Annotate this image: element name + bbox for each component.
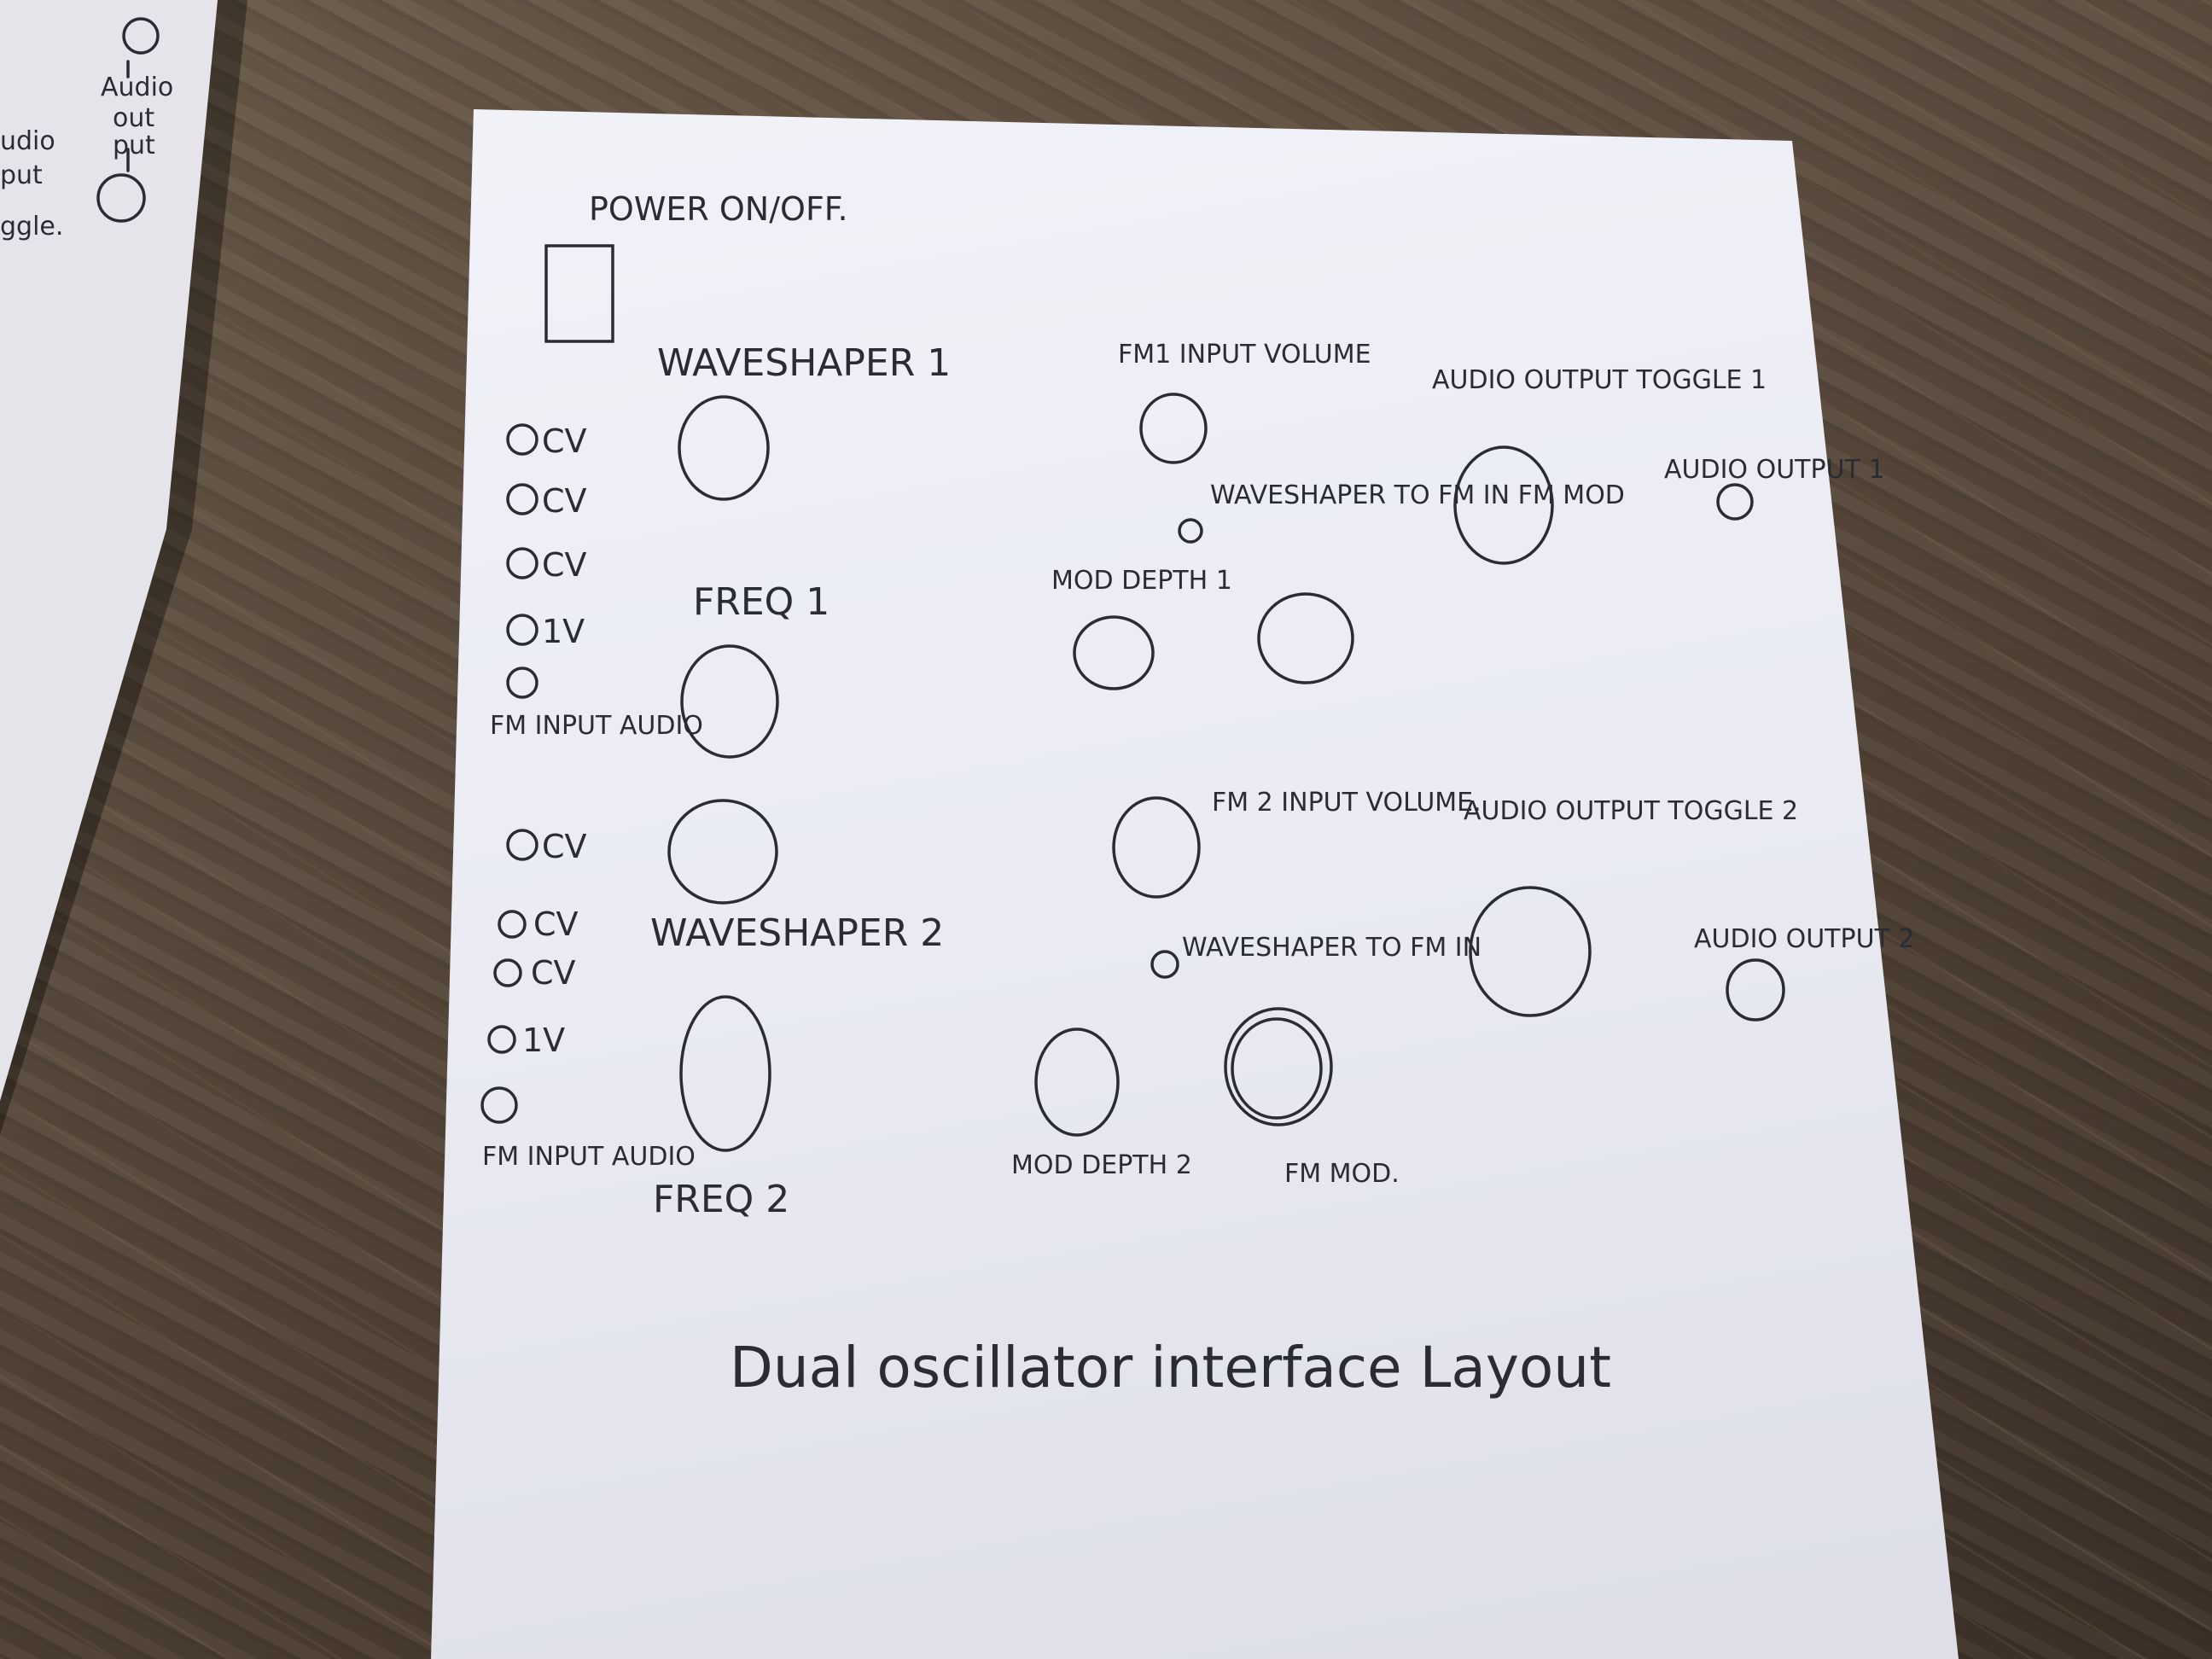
fm1-input-volume-label: FM1 INPUT VOLUME [1118, 340, 1371, 370]
jack2-cv-2 [498, 910, 527, 939]
side-label-6: put [113, 131, 155, 160]
waveshaper2-label: WAVESHAPER 2 [650, 911, 944, 955]
jack2-fm-input [480, 1086, 518, 1124]
waveshaper-to-fm-switch-2 [1150, 950, 1179, 979]
audio-output1-label: AUDIO OUTPUT 1 [1664, 455, 1884, 485]
freq2-label: FREQ 2 [653, 1178, 789, 1221]
side-label-5: out [113, 103, 154, 133]
mod-depth2-knob [1034, 1027, 1120, 1137]
jack-cv-2 [506, 483, 538, 515]
audio-output1-jack [1716, 483, 1754, 521]
jack-cv-1 [506, 423, 538, 456]
side-label-1: udio [0, 126, 55, 156]
power-label-1: POWER ON/OFF. [589, 190, 848, 228]
audio-output-toggle1-knob [1453, 445, 1554, 565]
audio-output-toggle1-label: AUDIO OUTPUT TOGGLE 1 [1432, 365, 1767, 395]
audio-output-toggle2-knob [1469, 886, 1592, 1017]
waveshaper1-label: WAVESHAPER 1 [657, 341, 951, 385]
jack-label-fm-input: FM INPUT AUDIO [490, 711, 703, 741]
fm-mod2-knob-inner [1231, 1017, 1323, 1120]
jack2-label-fm-input: FM INPUT AUDIO [482, 1142, 696, 1172]
freq2-knob [679, 995, 771, 1152]
jack2-cv-3 [493, 958, 522, 987]
side-label-4: Audio [101, 73, 173, 102]
waveshaper-to-fm-switch-1 [1178, 518, 1203, 544]
jack-label-cv-1: CV [542, 422, 587, 460]
jack-1v [506, 614, 538, 646]
mod-depth1-knob [1073, 615, 1155, 690]
jack-label-cv-3: CV [542, 546, 587, 584]
layout-title: Dual oscillator interface Layout [730, 1335, 1611, 1400]
side-sheet-sketch: udio put ggle. Audio out put [0, 17, 173, 242]
mod-depth1-label: MOD DEPTH 1 [1051, 566, 1232, 596]
waveshaper-to-fm-label-1: WAVESHAPER TO FM IN FM MOD [1210, 480, 1625, 510]
freq1-knob [680, 644, 779, 759]
fm1-input-volume-knob [1139, 393, 1208, 464]
fm-mod1-knob [1257, 592, 1354, 684]
fm2-input-volume-label: FM 2 INPUT VOLUME. [1212, 788, 1481, 818]
power-switch [544, 244, 614, 343]
jack2-label-cv-1: CV [542, 828, 587, 865]
fm-mod2-knob [1224, 1007, 1333, 1126]
audio-output-toggle2-label: AUDIO OUTPUT TOGGLE 2 [1464, 796, 1798, 826]
jack2-label-cv-2: CV [533, 905, 579, 943]
side-knob-top [122, 17, 160, 55]
jack-label-cv-2: CV [542, 482, 587, 520]
osc1-jacks: CV CV CV 1V FM INPUT AUDIO [490, 422, 703, 741]
mod-depth2-label: MOD DEPTH 2 [1011, 1150, 1192, 1180]
side-label-3: ggle. [0, 212, 63, 242]
waveshaper1-knob [678, 395, 770, 501]
fm-mod2-label: FM MOD. [1284, 1159, 1400, 1189]
jack-label-1v: 1V [542, 613, 585, 650]
jack-fm-input [506, 667, 538, 699]
side-knob-bottom [96, 173, 146, 223]
jack2-label-1v: 1V [522, 1022, 565, 1059]
jack2-1v [487, 1025, 516, 1054]
fm2-input-volume-knob [1112, 796, 1201, 899]
osc2-jacks: CV CV CV 1V FM INPUT AUDIO [480, 828, 696, 1172]
audio-output2-label: AUDIO OUTPUT 2 [1694, 924, 1914, 954]
jack2-label-cv-3: CV [531, 954, 576, 992]
power-label: POWER ON/OFF. [589, 190, 848, 228]
waveshaper-to-fm-label-2: WAVESHAPER TO FM IN [1182, 933, 1481, 963]
side-label-2: put [0, 160, 43, 190]
freq1-label: FREQ 1 [693, 580, 830, 624]
waveshaper2-knob [667, 799, 778, 905]
jack-cv-3 [506, 547, 538, 579]
jack2-cv-1 [506, 829, 538, 861]
audio-output2-jack [1726, 958, 1785, 1022]
